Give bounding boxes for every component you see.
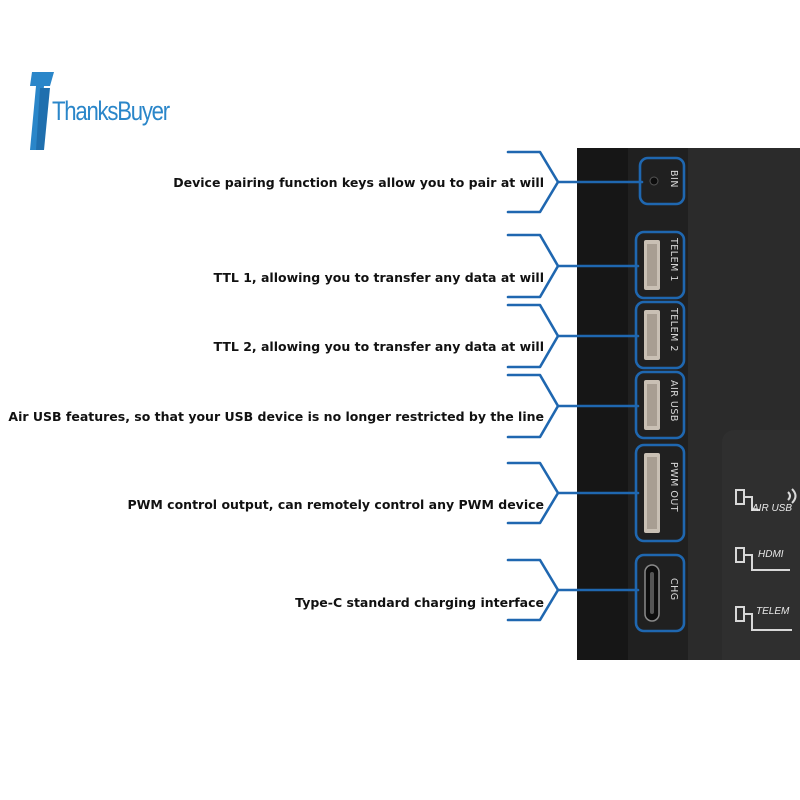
callout-text-telem2: TTL 2, allowing you to transfer any data… (213, 339, 544, 354)
wireless-icon (787, 488, 797, 504)
side-label-telem: TELEM (756, 606, 790, 617)
callout-text-pwm: PWM control output, can remotely control… (127, 497, 544, 512)
port-frame-airusb (634, 370, 686, 440)
callout-bracket-airusb (506, 373, 640, 439)
airusb-plug-icon (735, 489, 745, 505)
telem-plug-icon (735, 606, 745, 622)
port-frame-bin (638, 156, 686, 206)
hdmi-plug-icon (735, 547, 745, 563)
side-label-airusb: AIR USB (752, 503, 793, 514)
pairing-button-icon (649, 176, 659, 186)
brand-logo: ThanksBuyer (30, 70, 170, 152)
port-frame-telem2 (634, 300, 686, 370)
brand-name: ThanksBuyer (52, 96, 170, 126)
port-label-telem1: TELEM 1 (668, 238, 679, 282)
callout-text-bin: Device pairing function keys allow you t… (173, 175, 544, 190)
callout-bracket-pwm (506, 461, 640, 525)
port-label-bin: BIN (668, 170, 679, 188)
port-frame-pwm (634, 443, 686, 543)
callout-bracket-telem1 (506, 233, 640, 299)
callout-text-telem1: TTL 1, allowing you to transfer any data… (213, 270, 544, 285)
callout-bracket-bin (506, 150, 644, 214)
callout-text-chg: Type-C standard charging interface (295, 595, 544, 610)
port-frame-chg (634, 553, 686, 633)
port-label-pwm: PWM OUT (668, 462, 679, 513)
callout-bracket-telem2 (506, 303, 640, 369)
callout-text-airusb: Air USB features, so that your USB devic… (8, 409, 544, 424)
port-label-chg: CHG (668, 578, 679, 601)
logo-mark-icon (30, 72, 54, 150)
port-frame-telem1 (634, 230, 686, 300)
callout-bracket-chg (506, 558, 640, 622)
side-port-icons (735, 488, 797, 631)
port-label-airusb: AIR USB (668, 380, 679, 422)
port-label-telem2: TELEM 2 (668, 308, 679, 352)
side-label-hdmi: HDMI (758, 549, 784, 560)
